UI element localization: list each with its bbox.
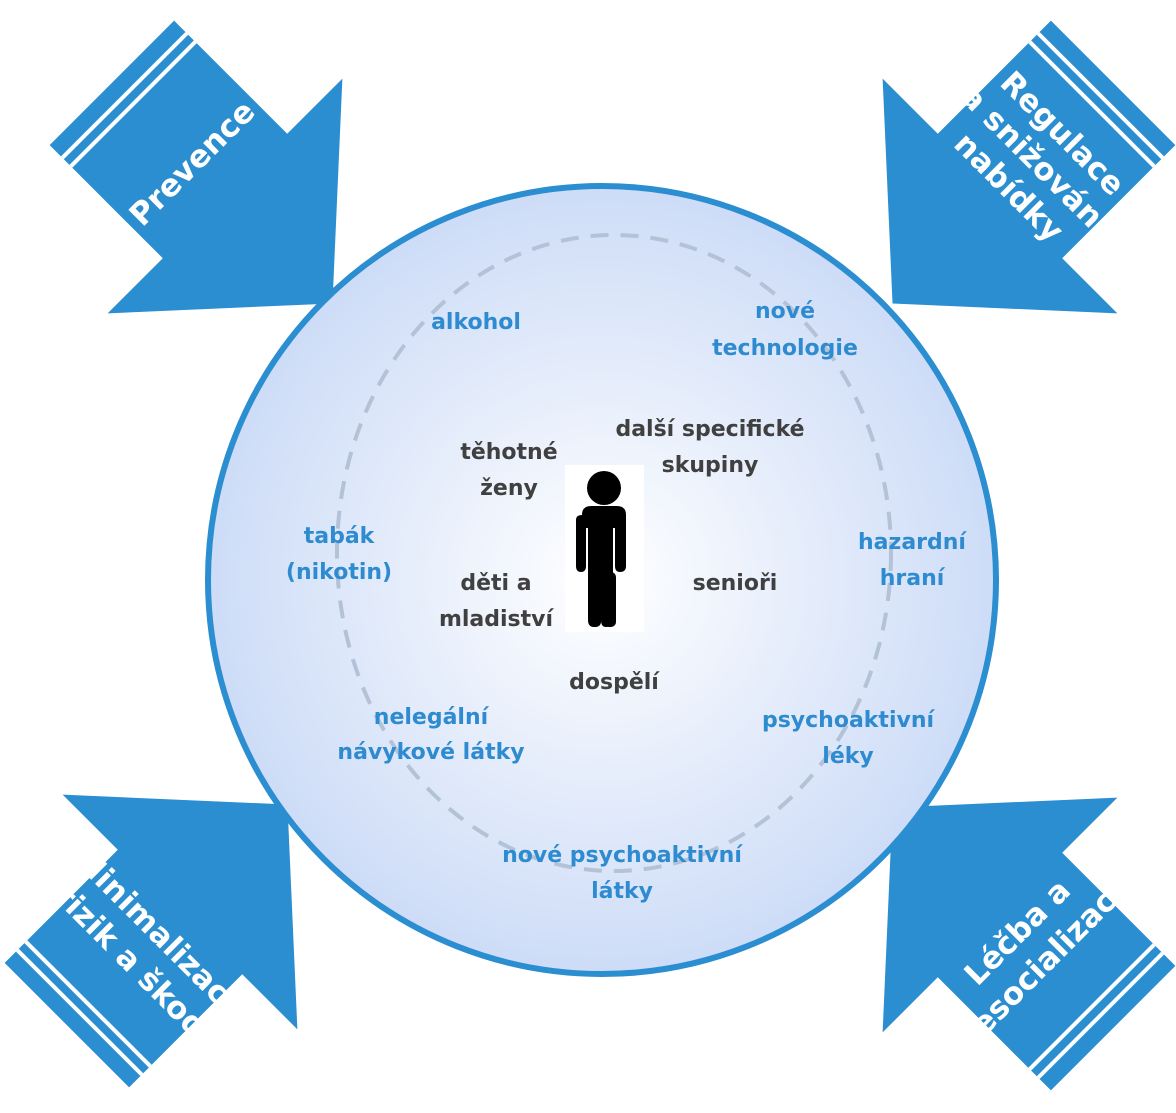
substance-technologies-line2: technologie (712, 336, 858, 361)
substance-alcohol: alkohol (431, 310, 521, 335)
substance-gambling-line2: hraní (880, 566, 946, 591)
treatment-arrow: Léčba a resocializace (882, 797, 1176, 1091)
substance-meds-line1: psychoaktivní (762, 708, 936, 733)
substance-nps-line2: látky (591, 879, 653, 904)
substance-nps-line1: nové psychoaktivní (502, 843, 743, 868)
prevention-arrow-shape (49, 20, 343, 314)
group-youth-line2: mladiství (439, 607, 555, 632)
group-pregnant-line1: těhotné (460, 440, 557, 465)
supply-arrow: Regulace a snižování nabídky (882, 20, 1176, 314)
harm-reduction-arrow: Minimalizace rizik a škod (4, 794, 298, 1088)
harm-arrow-shape (4, 794, 298, 1088)
substance-technologies-line1: nové (755, 299, 815, 324)
substance-tobacco-line1: tabák (304, 524, 376, 549)
dashed-ring (335, 233, 893, 873)
group-specific-line1: další specifické (615, 417, 804, 442)
group-adults: dospělí (569, 670, 660, 695)
supply-arrow-shape (882, 20, 1176, 314)
substance-tobacco-line2: (nikotin) (286, 560, 392, 585)
treatment-arrow-shape (882, 797, 1176, 1091)
person-icon (565, 465, 644, 632)
substance-illegal-line2: návykové látky (337, 740, 524, 765)
substance-gambling-line1: hazardní (858, 530, 967, 555)
person-head (587, 471, 621, 505)
substance-illegal-line1: nelegální (374, 705, 490, 730)
group-seniors: senioři (693, 571, 778, 596)
group-pregnant-line2: ženy (480, 476, 538, 501)
person-leg-left (589, 572, 601, 627)
group-specific-line2: skupiny (662, 453, 759, 478)
group-youth-line1: děti a (460, 571, 531, 596)
prevention-arrow: Prevence (49, 20, 343, 314)
person-body (576, 506, 626, 627)
substance-meds-line2: léky (822, 744, 873, 769)
person-leg-right (604, 572, 616, 627)
